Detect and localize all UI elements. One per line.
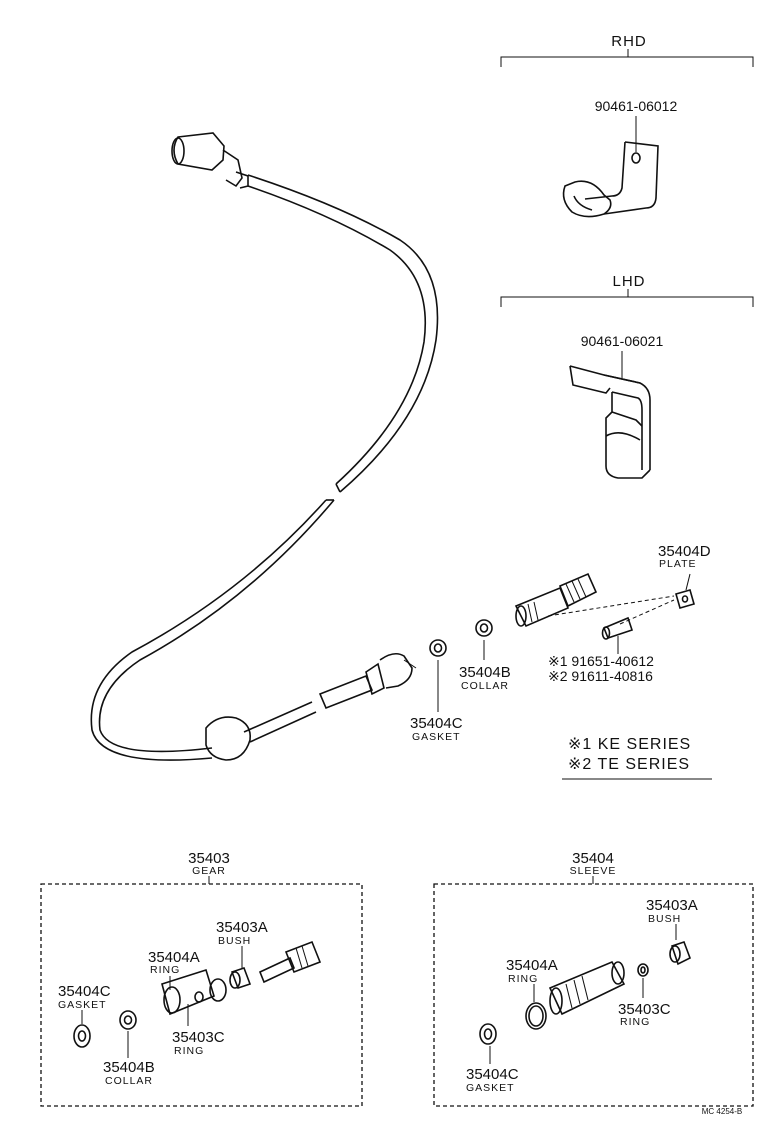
gear-kit-box — [40, 883, 363, 1107]
collar-35404B — [475, 619, 493, 660]
collar-part-number: 35404B — [459, 664, 511, 681]
gear-bush-name: BUSH — [218, 935, 251, 947]
plate-part-number: 35404D — [658, 543, 711, 560]
lhd-header: LHD — [612, 273, 645, 290]
sleeve-box-part-number: 35404 — [572, 850, 614, 867]
gear-ring-a-name: RING — [150, 964, 180, 976]
gear-gasket — [73, 1024, 91, 1048]
plate-35404D — [675, 589, 695, 609]
rhd-bracket — [500, 49, 754, 67]
sleeve-bush — [669, 940, 692, 966]
rhd-header: RHD — [611, 33, 647, 50]
gear-drive-gear — [258, 940, 322, 984]
drawing-code: MC 4254-B — [702, 1107, 742, 1116]
gear-ring-c-part-number: 35403C — [172, 1029, 225, 1046]
gear-collar-name: COLLAR — [105, 1075, 153, 1087]
gear-ring-c-name: RING — [174, 1045, 204, 1057]
te-series-note: ※2 TE SERIES — [568, 756, 690, 773]
sleeve-gasket-part-number: 35404C — [466, 1066, 519, 1083]
sleeve-gasket-name: GASKET — [466, 1082, 515, 1094]
gasket-part-number: 35404C — [410, 715, 463, 732]
sleeve-kit-box — [433, 883, 754, 1107]
lhd-clamp-part-number: 90461-06021 — [581, 333, 664, 349]
gear-collar-part-number: 35404B — [103, 1059, 155, 1076]
gear-gasket-part-number: 35404C — [58, 983, 111, 1000]
dashed-guides — [547, 595, 675, 625]
gear-bush-part-number: 35403A — [216, 919, 268, 936]
sleeve-assembly — [514, 572, 598, 628]
lhd-clamp — [569, 365, 651, 479]
rhd-clamp-part-number: 90461-06012 — [595, 98, 678, 114]
sleeve-ring-c-part-number: 35403C — [618, 1001, 671, 1018]
gear-gasket-name: GASKET — [58, 999, 107, 1011]
sleeve-bush-part-number: 35403A — [646, 897, 698, 914]
sleeve-ring-a-name: RING — [508, 973, 538, 985]
bolt-1-part-number: ※1 91651-40612 — [548, 653, 654, 669]
sleeve-ring-a — [525, 1002, 547, 1030]
gasket-name: GASKET — [412, 731, 461, 743]
sleeve-ring-c — [637, 963, 649, 977]
collar-name: COLLAR — [461, 680, 509, 692]
gear-box-part-number: 35403 — [188, 850, 230, 867]
sleeve-box-name: SLEEVE — [570, 865, 617, 877]
sleeve-gasket — [479, 1023, 497, 1045]
rhd-clamp — [562, 141, 659, 218]
sleeve-ring-a-part-number: 35404A — [506, 957, 558, 974]
bolt — [601, 616, 634, 654]
bolt-2-part-number: ※2 91611-40816 — [548, 668, 653, 684]
sleeve-ring-c-name: RING — [620, 1016, 650, 1028]
sleeve-body — [548, 960, 626, 1016]
lhd-bracket — [500, 289, 754, 307]
gear-bush — [229, 966, 252, 990]
gear-ring-a — [161, 968, 227, 1016]
gear-ring-a-part-number: 35404A — [148, 949, 200, 966]
plate-name: PLATE — [659, 558, 696, 570]
gear-collar — [119, 1010, 137, 1030]
gasket-35404C — [429, 639, 447, 712]
speedometer-cable — [90, 132, 439, 761]
gear-box-name: GEAR — [192, 865, 226, 877]
sleeve-bush-name: BUSH — [648, 913, 681, 925]
ke-series-note: ※1 KE SERIES — [568, 736, 691, 753]
